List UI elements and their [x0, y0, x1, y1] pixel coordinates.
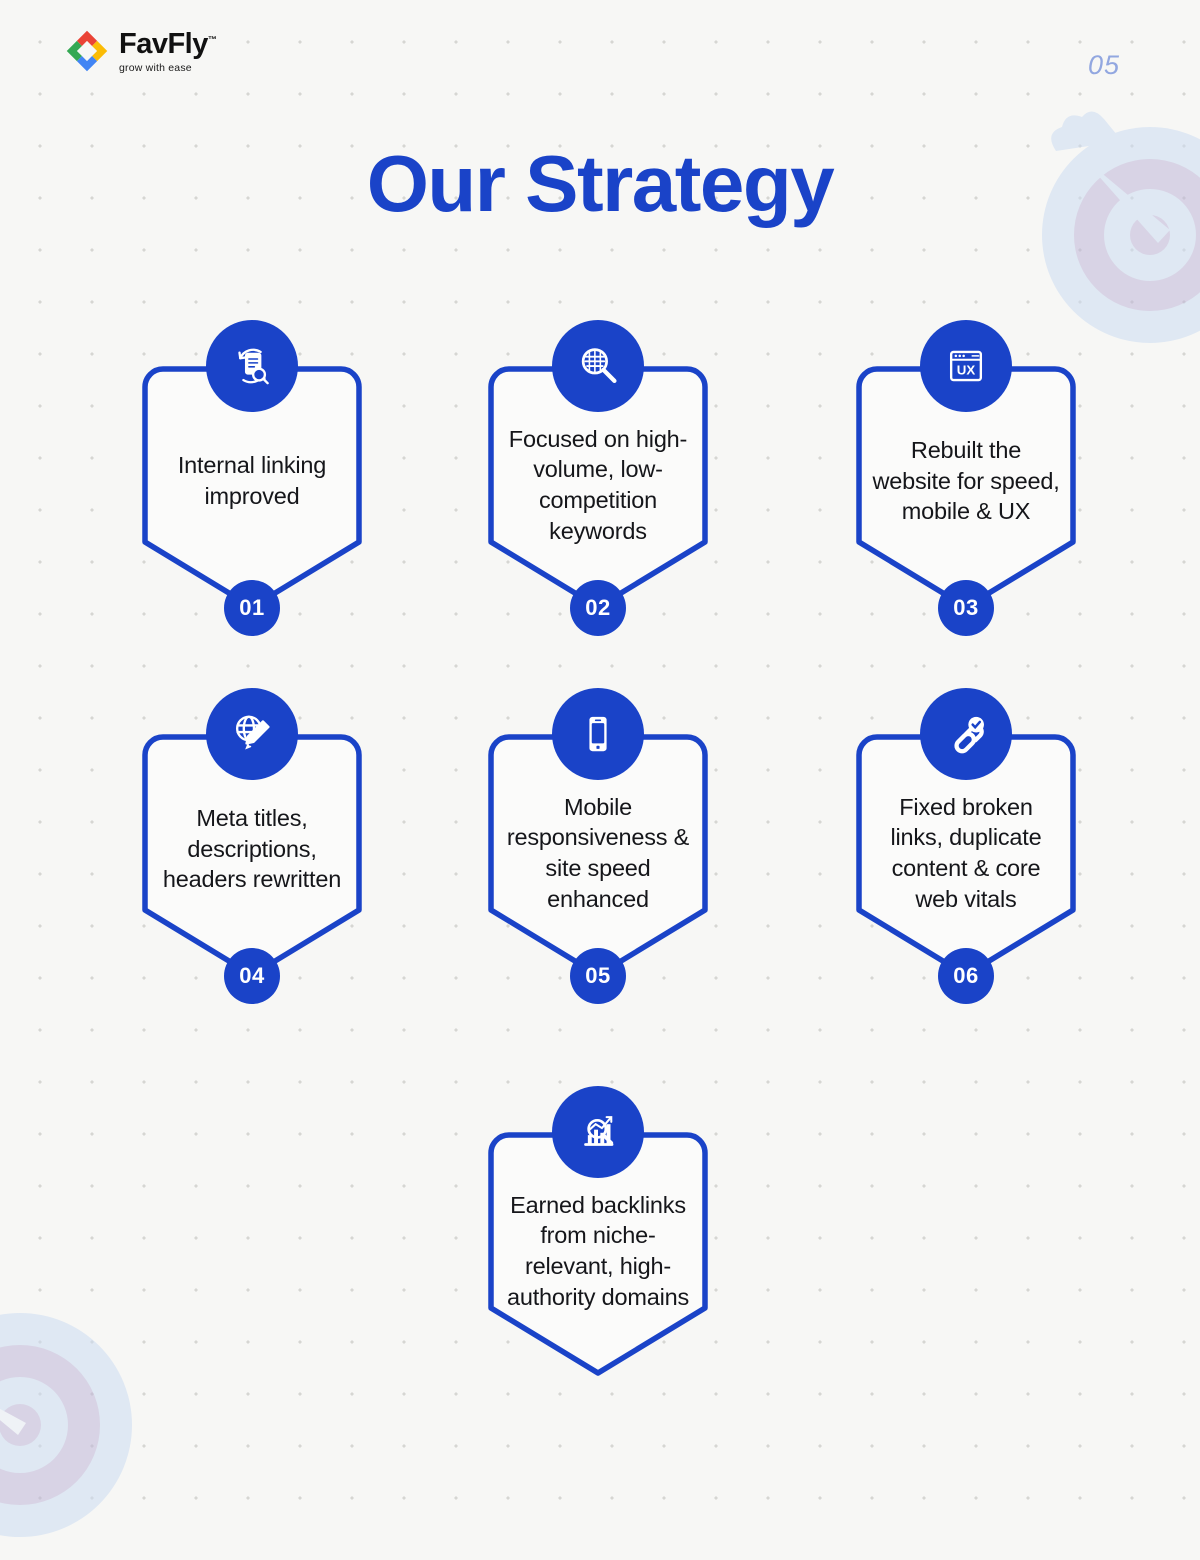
- strategy-card-01[interactable]: Internal linking improved 01: [142, 320, 362, 636]
- document-search-icon: [206, 320, 298, 412]
- strategy-card-07[interactable]: Earned backlinks from niche-relevant, hi…: [488, 1086, 708, 1376]
- card-outline: [856, 366, 1076, 610]
- target-dartboard-icon-bottom-left: [0, 1295, 150, 1560]
- card-text: Earned backlinks from niche-relevant, hi…: [506, 1191, 690, 1310]
- card-text: Mobile responsiveness & site speed enhan…: [506, 793, 690, 912]
- brand-logo[interactable]: FavFly™ grow with ease: [64, 28, 217, 75]
- card-outline: [142, 734, 362, 978]
- card-text: Meta titles, descriptions, headers rewri…: [162, 805, 342, 893]
- strategy-card-04[interactable]: Meta titles, descriptions, headers rewri…: [142, 688, 362, 1004]
- card-text: Focused on high-volume, low-competition …: [508, 425, 688, 544]
- broken-link-check-icon: [920, 688, 1012, 780]
- page-title: Our Strategy: [366, 139, 835, 228]
- card-outline: [856, 734, 1076, 978]
- card-text: Rebuilt the website for speed, mobile & …: [872, 437, 1060, 525]
- strategy-card-02[interactable]: Focused on high-volume, low-competition …: [488, 320, 708, 636]
- card-number-badge: 02: [570, 580, 626, 636]
- card-number-badge: 04: [224, 948, 280, 1004]
- target-dartboard-icon-top-right: [1020, 95, 1200, 350]
- card-outline: [142, 366, 362, 610]
- card-outline: [488, 1132, 708, 1376]
- strategy-card-06[interactable]: Fixed broken links, duplicate content & …: [856, 688, 1076, 1004]
- strategy-card-03[interactable]: Rebuilt the website for speed, mobile & …: [856, 320, 1076, 636]
- page-header: FavFly™ grow with ease 05: [0, 0, 1200, 110]
- bar-chart-magnifier-icon: [552, 1086, 644, 1178]
- card-text: Internal linking improved: [177, 452, 327, 509]
- browser-ux-window-icon: UX: [920, 320, 1012, 412]
- brand-name: FavFly™: [119, 28, 217, 61]
- trademark-symbol: ™: [207, 34, 217, 45]
- card-outline: [488, 734, 708, 978]
- brand-tagline: grow with ease: [119, 62, 192, 75]
- card-text: Fixed broken links, duplicate content & …: [890, 793, 1042, 912]
- card-outline: [488, 366, 708, 610]
- keyword-magnifier-icon: [552, 320, 644, 412]
- card-number-badge: 01: [224, 580, 280, 636]
- strategy-cards-board: Internal linking improved 01 Focused on …: [142, 320, 1076, 1376]
- card-number-badge: 05: [570, 948, 626, 1004]
- svg-text:UX: UX: [957, 363, 976, 378]
- card-number-badge: 06: [938, 948, 994, 1004]
- page-number: 05: [1087, 50, 1120, 80]
- card-number-badge: 03: [938, 580, 994, 636]
- globe-pencil-edit-icon: [206, 688, 298, 780]
- smartphone-icon: [552, 688, 644, 780]
- favfly-diamond-logo-icon: [64, 28, 110, 74]
- strategy-card-05[interactable]: Mobile responsiveness & site speed enhan…: [488, 688, 708, 1004]
